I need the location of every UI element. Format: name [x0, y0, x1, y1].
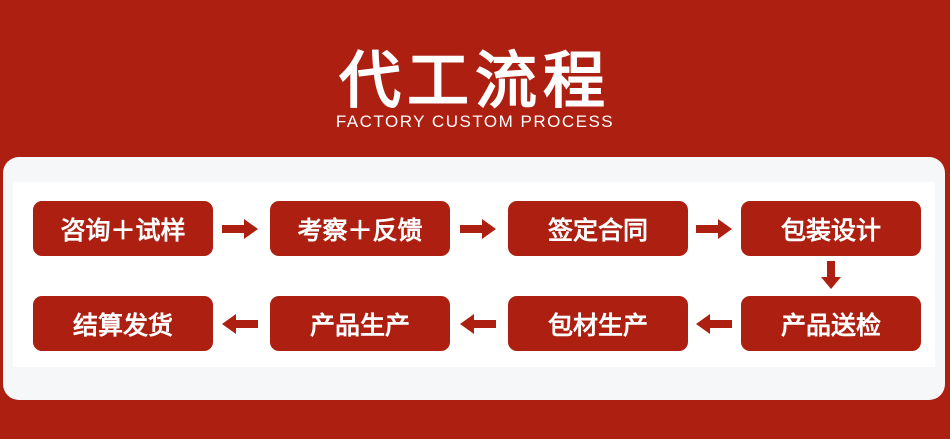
step-2: 考察＋反馈 — [270, 201, 450, 256]
arrow-left-icon — [222, 314, 258, 334]
page-title: 代工流程 — [338, 44, 611, 117]
step-7: 产品生产 — [270, 296, 450, 351]
step-1: 咨询＋试样 — [33, 201, 213, 256]
step-6: 包材生产 — [508, 296, 688, 351]
page-subtitle: FACTORY CUSTOM PROCESS — [335, 112, 615, 131]
arrow-right-icon — [460, 219, 496, 239]
arrow-right-icon — [222, 219, 258, 239]
step-5: 产品送检 — [741, 296, 921, 351]
arrow-left-icon — [696, 314, 732, 334]
arrow-down-icon — [821, 261, 841, 289]
step-3: 签定合同 — [508, 201, 688, 256]
arrow-left-icon — [460, 314, 496, 334]
arrow-right-icon — [696, 219, 732, 239]
process-panel — [3, 157, 945, 400]
step-4: 包装设计 — [741, 201, 921, 256]
step-8: 结算发货 — [33, 296, 213, 351]
